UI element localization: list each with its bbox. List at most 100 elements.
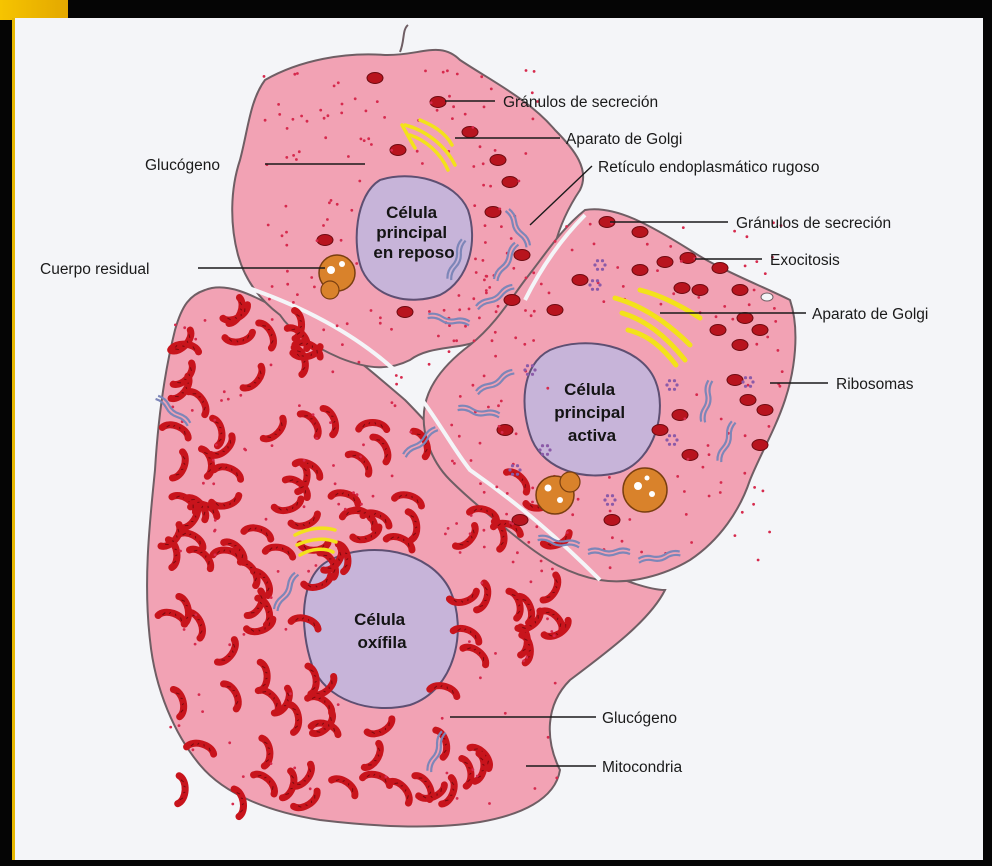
glycogen-dot — [281, 234, 284, 237]
glycogen-dot — [554, 240, 557, 243]
glycogen-dot — [531, 501, 534, 504]
glycogen-dot — [762, 490, 765, 493]
secretory-granule — [732, 340, 748, 351]
glycogen-dot — [669, 245, 672, 248]
glycogen-dot — [277, 570, 280, 573]
glycogen-dot — [286, 283, 289, 286]
glycogen-dot — [525, 277, 528, 280]
glycogen-dot — [303, 505, 306, 508]
glycogen-dot — [708, 495, 711, 498]
glycogen-dot — [551, 568, 554, 571]
glycogen-dot — [455, 522, 458, 525]
glycogen-dot — [472, 126, 475, 129]
glycogen-dot — [475, 271, 478, 274]
ribosome — [596, 268, 599, 271]
glycogen-dot — [470, 514, 473, 517]
ribosome — [541, 444, 544, 447]
glycogen-dot — [485, 275, 488, 278]
glycogen-dot — [346, 322, 349, 325]
glycogen-dot — [356, 493, 359, 496]
glycogen-dot — [485, 289, 488, 292]
glycogen-dot — [278, 113, 281, 116]
glycogen-dot — [532, 118, 535, 121]
glycogen-dot — [191, 409, 194, 412]
ribosome — [611, 503, 614, 506]
glycogen-dot — [194, 338, 197, 341]
glycogen-dot — [540, 283, 543, 286]
glycogen-dot — [494, 652, 497, 655]
glycogen-dot — [194, 614, 197, 617]
ribosome — [668, 388, 671, 391]
secretory-granule — [692, 285, 708, 296]
glycogen-dot — [360, 503, 363, 506]
glycogen-dot — [309, 787, 312, 790]
glycogen-dot — [341, 343, 344, 346]
secretory-granule — [604, 515, 620, 526]
glycogen-dot — [547, 736, 550, 739]
glycogen-dot — [228, 643, 231, 646]
ribosome — [749, 376, 752, 379]
glycogen-dot — [509, 521, 512, 524]
glycogen-dot — [534, 787, 537, 790]
glycogen-dot — [391, 401, 394, 404]
label-mitocondria: Mitocondria — [602, 759, 682, 776]
ribosome — [538, 448, 541, 451]
glycogen-dot — [448, 350, 451, 353]
glycogen-dot — [753, 289, 756, 292]
secretory-granule — [512, 515, 528, 526]
glycogen-dot — [458, 435, 461, 438]
secretory-granule — [547, 305, 563, 316]
glycogen-dot — [370, 143, 373, 146]
glycogen-dot — [506, 492, 509, 495]
glycogen-dot — [300, 115, 303, 118]
glycogen-dot — [602, 300, 605, 303]
glycogen-dot — [518, 180, 521, 183]
glycogen-dot — [363, 139, 366, 142]
ribosome — [548, 448, 551, 451]
glycogen-dot — [773, 307, 776, 310]
ribosome — [675, 383, 678, 386]
glycogen-dot — [296, 72, 299, 75]
glycogen-dot — [524, 152, 527, 155]
glycogen-dot — [424, 70, 427, 73]
glycogen-dot — [476, 775, 479, 778]
glycogen-dot — [768, 425, 771, 428]
glycogen-dot — [334, 482, 337, 485]
glycogen-dot — [548, 292, 551, 295]
glycogen-dot — [719, 491, 722, 494]
glycogen-dot — [213, 419, 216, 422]
ribosome — [516, 473, 519, 476]
glycogen-dot — [450, 424, 453, 427]
glycogen-dot — [480, 75, 483, 78]
glycogen-dot — [723, 305, 726, 308]
glycogen-dot — [501, 431, 504, 434]
glycogen-dot — [480, 582, 483, 585]
glycogen-dot — [755, 343, 758, 346]
glycogen-dot — [483, 375, 486, 378]
glycogen-dot — [523, 343, 526, 346]
ribosome — [508, 468, 511, 471]
glycogen-dot — [289, 692, 292, 695]
glycogen-dot — [194, 643, 197, 646]
glycogen-dot — [293, 767, 296, 770]
glycogen-dot — [500, 400, 503, 403]
glycogen-dot — [690, 541, 693, 544]
glycogen-dot — [479, 442, 482, 445]
exocytosis-vesicle — [761, 293, 773, 301]
glycogen-dot — [695, 393, 698, 396]
glycogen-dot — [231, 803, 234, 806]
ribosome — [596, 288, 599, 291]
glycogen-dot — [555, 777, 558, 780]
glycogen-dot — [293, 73, 296, 76]
glycogen-dot — [326, 218, 329, 221]
label-glucogeno-top: Glucógeno — [145, 157, 220, 174]
glycogen-dot — [271, 444, 274, 447]
glycogen-dot — [395, 374, 398, 377]
glycogen-dot — [660, 303, 663, 306]
glycogen-dot — [781, 370, 784, 373]
glycogen-dot — [616, 266, 619, 269]
glycogen-dot — [354, 97, 357, 100]
glycogen-dot — [491, 339, 494, 342]
glycogen-dot — [554, 682, 557, 685]
glycogen-dot — [473, 339, 476, 342]
